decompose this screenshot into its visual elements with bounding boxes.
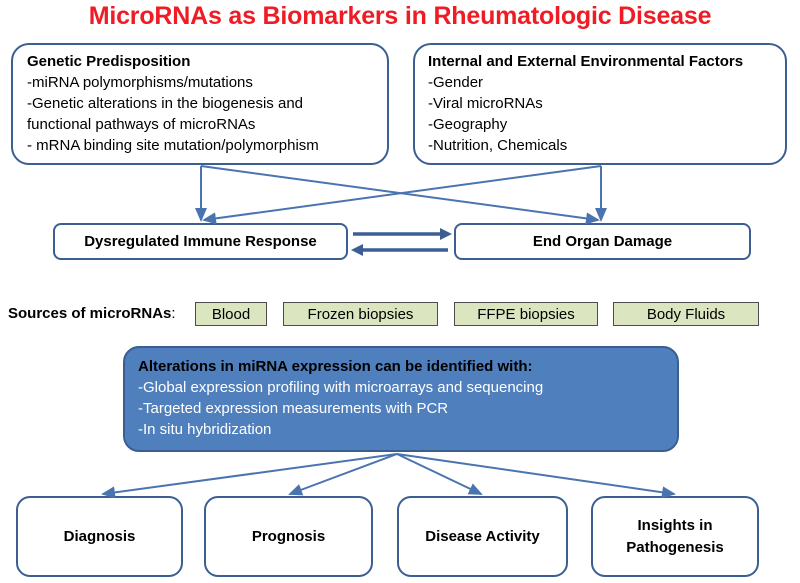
methods-line: -In situ hybridization xyxy=(138,421,272,438)
end-organ-damage-box: End Organ Damage xyxy=(454,223,751,260)
genetic-line: -Genetic alterations in the biogenesis a… xyxy=(27,95,304,112)
methods-heading: Alterations in miRNA expression can be i… xyxy=(138,358,533,375)
end-organ-damage-label: End Organ Damage xyxy=(532,233,673,250)
methods-line: -Targeted expression measurements with P… xyxy=(138,400,449,417)
methods-line: -Global expression profiling with microa… xyxy=(138,379,544,396)
disease-activity-label: Disease Activity xyxy=(425,527,540,545)
sources-label-text: Sources of microRNAs xyxy=(8,305,172,322)
sources-label: Sources of microRNAs: xyxy=(8,305,176,322)
environmental-factors-box: Internal and External Environmental Fact… xyxy=(413,43,787,165)
insights-label-line1: Insights in xyxy=(637,516,713,534)
expression-methods-box: Alterations in miRNA expression can be i… xyxy=(123,346,679,452)
arrow-methods-to-prognosis xyxy=(288,453,398,496)
arrow-environment-to-immune xyxy=(202,165,602,225)
prognosis-label: Prognosis xyxy=(251,527,326,545)
environment-line: -Geography xyxy=(428,116,508,133)
genetic-heading: Genetic Predisposition xyxy=(27,53,191,70)
immune-response-label: Dysregulated Immune Response xyxy=(84,233,317,250)
source-chip-blood: Blood xyxy=(195,302,267,326)
insights-label-line2: Pathogenesis xyxy=(626,538,724,556)
genetic-line: - mRNA binding site mutation/polymorphis… xyxy=(27,137,319,154)
arrow-methods-to-activity xyxy=(396,453,483,495)
sources-colon: : xyxy=(171,305,176,322)
prognosis-box: Prognosis xyxy=(204,496,373,577)
genetic-predisposition-box: Genetic Predisposition -miRNA polymorphi… xyxy=(11,43,389,165)
arrowhead-right xyxy=(440,228,452,240)
arrow-methods-to-insights xyxy=(396,453,676,499)
immune-response-box: Dysregulated Immune Response xyxy=(53,223,348,260)
genetic-line: -miRNA polymorphisms/mutations xyxy=(27,74,253,91)
arrow-methods-to-diagnosis xyxy=(101,453,398,499)
source-chip-body-fluids: Body Fluids xyxy=(613,302,759,326)
insights-pathogenesis-box: Insights in Pathogenesis xyxy=(591,496,759,577)
source-chip-frozen-biopsies: Frozen biopsies xyxy=(283,302,438,326)
environment-line: -Viral microRNAs xyxy=(428,95,543,112)
diagnosis-box: Diagnosis xyxy=(16,496,183,577)
arrowhead-left xyxy=(351,244,363,256)
environment-heading: Internal and External Environmental Fact… xyxy=(428,53,744,70)
environment-line: -Nutrition, Chemicals xyxy=(428,137,568,154)
diagnosis-label: Diagnosis xyxy=(63,527,136,545)
environment-line: -Gender xyxy=(428,74,484,91)
disease-activity-box: Disease Activity xyxy=(397,496,568,577)
source-chip-ffpe-biopsies: FFPE biopsies xyxy=(454,302,598,326)
diagram-title: MicroRNAs as Biomarkers in Rheumatologic… xyxy=(88,2,712,30)
genetic-line: functional pathways of microRNAs xyxy=(27,116,256,133)
